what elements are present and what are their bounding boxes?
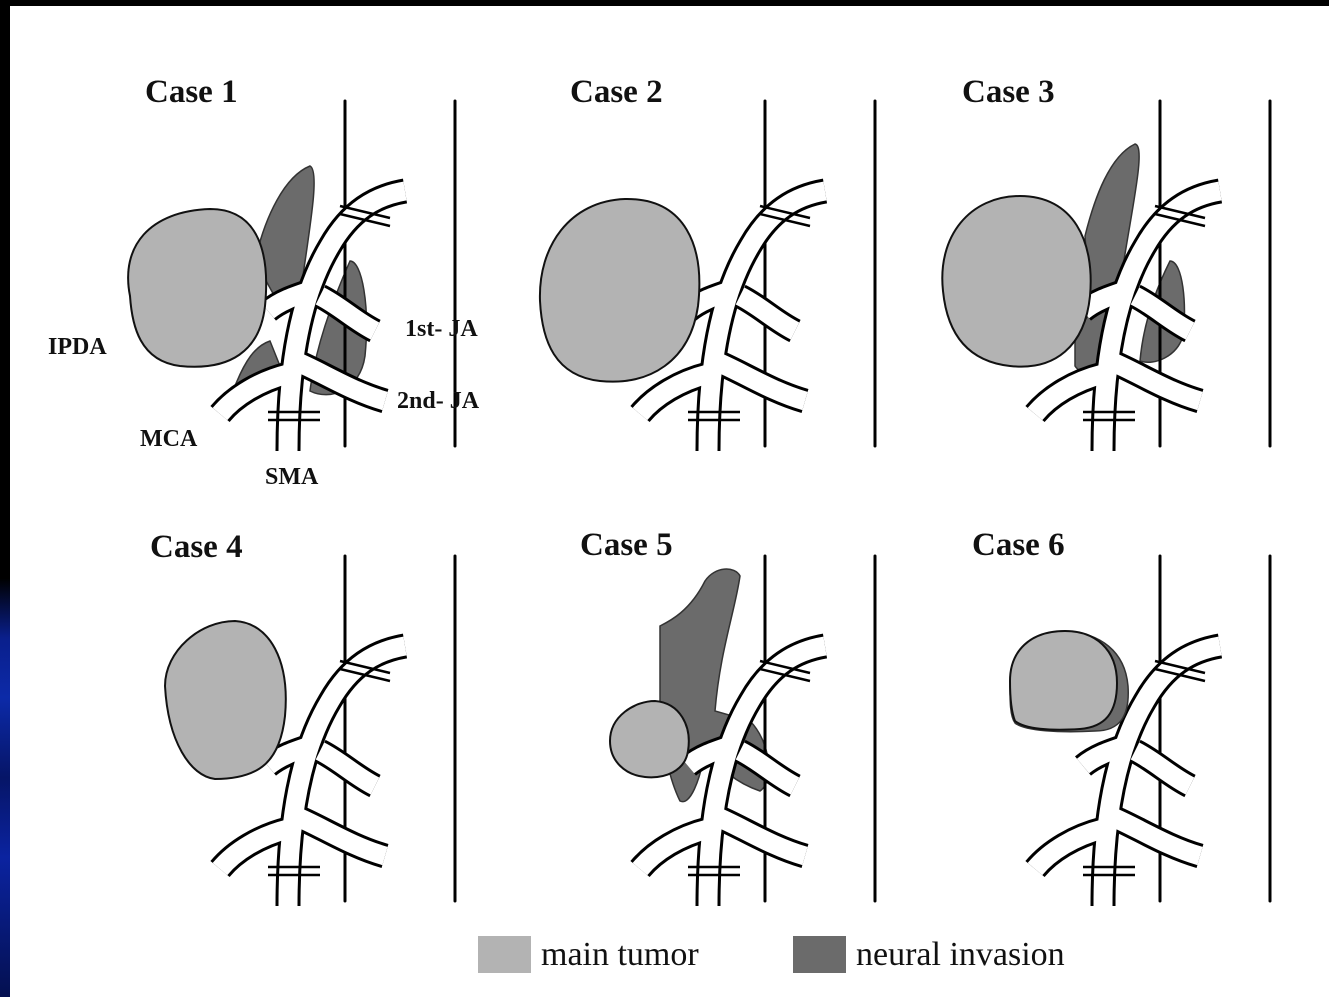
- case-5-panel: Case 5: [580, 527, 875, 906]
- legend: main tumor neural invasion: [478, 936, 1065, 973]
- case-4-title: Case 4: [150, 529, 243, 565]
- case-6-title: Case 6: [972, 527, 1065, 563]
- case-4-main-tumor: [165, 621, 286, 779]
- sma-label: SMA: [265, 464, 319, 490]
- case-5-main-tumor: [610, 701, 689, 777]
- case-1-main-tumor: [128, 209, 266, 367]
- legend-label-neural-invasion: neural invasion: [856, 936, 1065, 973]
- case-4-panel: Case 4: [150, 529, 455, 906]
- legend-label-main-tumor: main tumor: [541, 936, 699, 973]
- diagram-canvas: Case 1 IPDA MCA SMA 1st- JA 2nd- JA Case…: [10, 6, 1329, 997]
- case-1-panel: Case 1 IPDA MCA SMA 1st- JA 2nd- JA: [48, 74, 480, 490]
- case-6-panel: Case 6: [972, 527, 1270, 906]
- case-3-panel: Case 3: [942, 74, 1270, 451]
- second-ja-label: 2nd- JA: [397, 388, 480, 414]
- case-3-main-tumor: [942, 196, 1090, 367]
- case-5-title: Case 5: [580, 527, 673, 563]
- case-3-title: Case 3: [962, 74, 1055, 110]
- case-1-title: Case 1: [145, 74, 238, 110]
- case-2-panel: Case 2: [540, 74, 875, 451]
- first-ja-label: 1st- JA: [405, 316, 478, 342]
- case-2-title: Case 2: [570, 74, 663, 110]
- legend-swatch-main-tumor: [478, 936, 531, 973]
- case-6-main-tumor: [1010, 631, 1117, 730]
- figure-panel: Case 1 IPDA MCA SMA 1st- JA 2nd- JA Case…: [10, 6, 1329, 997]
- mca-label: MCA: [140, 426, 198, 452]
- legend-swatch-neural-invasion: [793, 936, 846, 973]
- ipda-label: IPDA: [48, 334, 107, 360]
- case-2-main-tumor: [540, 199, 699, 382]
- left-edge-strip: [0, 0, 10, 997]
